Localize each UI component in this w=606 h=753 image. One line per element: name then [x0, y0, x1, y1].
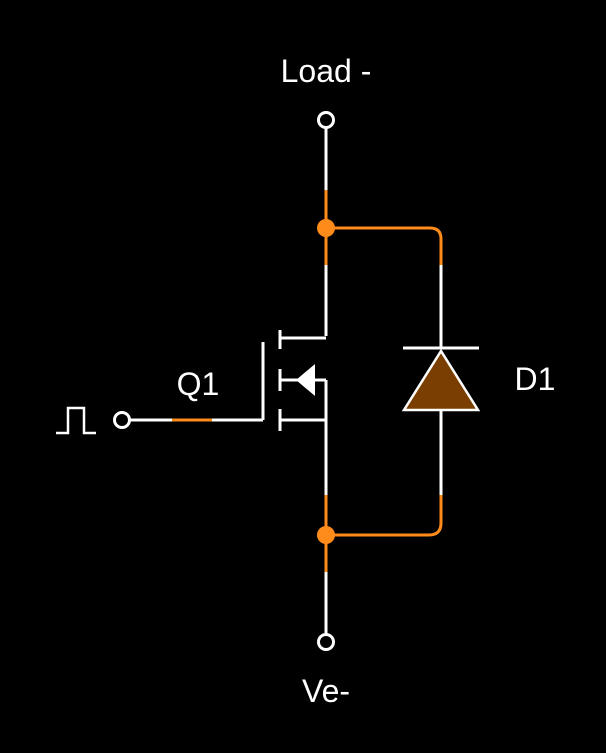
ve-minus-label: Ve- [302, 673, 350, 709]
load-minus-label: Load - [281, 53, 372, 89]
n-channel-mosfet-icon [261, 330, 328, 431]
q1-label: Q1 [177, 366, 220, 402]
bottom-junction [317, 526, 335, 544]
bottom-diode-wire [326, 495, 443, 537]
diode-icon [401, 346, 481, 412]
top-diode-wire [326, 226, 443, 265]
pulse-signal-icon [56, 406, 96, 435]
load-minus-terminal[interactable] [317, 111, 335, 129]
top-junction [317, 219, 335, 237]
ve-minus-terminal[interactable] [317, 633, 335, 651]
d1-label: D1 [515, 361, 556, 397]
gate-terminal[interactable] [113, 411, 131, 429]
body-arrow-icon [296, 364, 315, 396]
